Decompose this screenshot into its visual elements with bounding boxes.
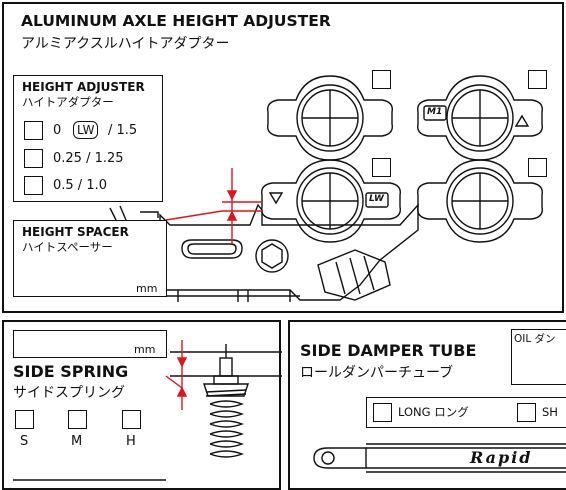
height-spacer-box xyxy=(13,220,167,297)
rapid-logo: Rapid xyxy=(470,448,533,467)
height-adjuster-title: HEIGHT ADJUSTER xyxy=(22,80,145,94)
height-spacer-title: HEIGHT SPACER xyxy=(22,225,129,239)
spring-option-m: M xyxy=(71,434,83,449)
tube-short-checkbox[interactable] xyxy=(517,403,536,422)
side-damper-title-jp: ロールダンパーチューブ xyxy=(300,365,454,381)
adjuster-lw-label: LW xyxy=(369,194,384,204)
spring-option-s: S xyxy=(20,434,29,449)
side-spring-title: SIDE SPRING xyxy=(13,362,129,381)
height-adjuster-opt3: 0.5 / 1.0 xyxy=(53,178,107,193)
spring-unit: mm xyxy=(134,343,156,356)
height-adjuster-checkbox-05[interactable] xyxy=(24,176,43,195)
height-adjuster-title-jp: ハイトアダプター xyxy=(22,95,114,109)
height-spacer-unit: mm xyxy=(136,282,158,295)
oil-damper-box xyxy=(511,329,566,385)
top-title: ALUMINUM AXLE HEIGHT ADJUSTER xyxy=(21,12,331,30)
height-adjuster-opt2: 0.25 / 1.25 xyxy=(53,151,124,166)
adjuster-checkbox-3[interactable] xyxy=(372,158,391,177)
spring-checkbox-h[interactable] xyxy=(122,410,141,429)
height-adjuster-checkbox-025[interactable] xyxy=(24,149,43,168)
oil-damper-label: OIL ダン xyxy=(514,333,556,345)
tube-long-label: LONG ロング xyxy=(398,405,469,419)
side-damper-title: SIDE DAMPER TUBE xyxy=(300,341,477,360)
spring-checkbox-m[interactable] xyxy=(68,410,87,429)
height-spacer-title-jp: ハイトスペーサー xyxy=(22,240,113,254)
adjuster-m1-label: M1 xyxy=(427,107,443,117)
spring-option-h: H xyxy=(126,434,136,449)
height-adjuster-opt1-a: 0 xyxy=(53,123,62,138)
tube-long-checkbox[interactable] xyxy=(373,403,392,422)
adjuster-checkbox-4[interactable] xyxy=(528,158,547,177)
spring-checkbox-s[interactable] xyxy=(15,410,34,429)
adjuster-checkbox-1[interactable] xyxy=(372,70,391,89)
spring-measure-box xyxy=(13,330,167,358)
tube-short-label: SH xyxy=(542,405,558,419)
height-adjuster-opt1-b: / 1.5 xyxy=(108,123,138,138)
height-adjuster-checkbox-0-lw[interactable] xyxy=(24,121,43,140)
height-adjuster-opt1-lw: LW xyxy=(73,121,99,139)
side-spring-title-jp: サイドスプリング xyxy=(13,385,125,401)
top-title-jp: アルミアクスルハイトアダプター xyxy=(21,36,230,52)
adjuster-checkbox-2[interactable] xyxy=(528,70,547,89)
